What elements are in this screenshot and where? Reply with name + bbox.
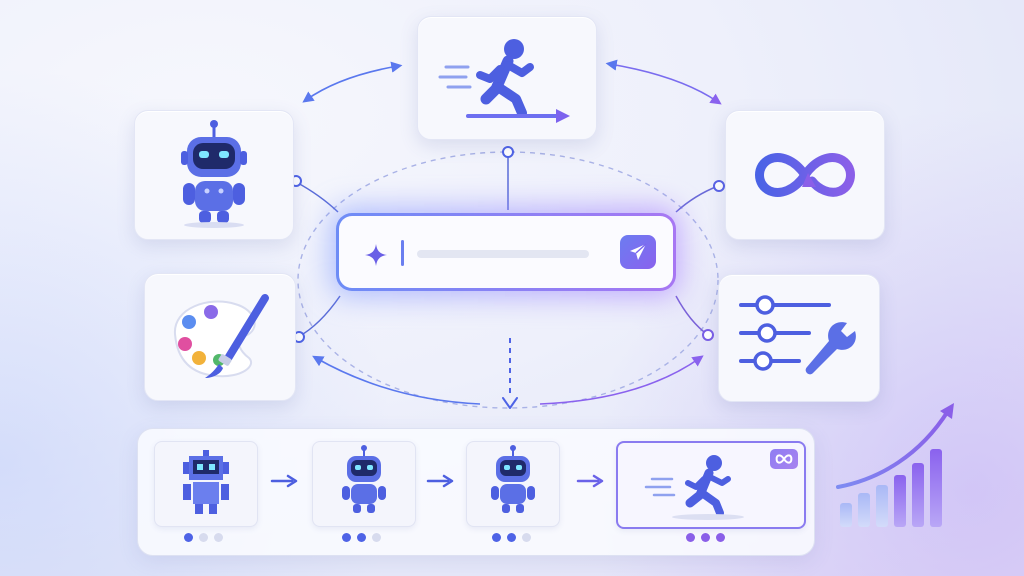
progress-dot — [686, 533, 695, 542]
settings-sliders-icon — [739, 295, 856, 375]
growth-bar — [876, 485, 888, 527]
down-arrow-icon — [502, 397, 518, 409]
running-figure-icon — [644, 455, 744, 520]
progress-dot — [342, 533, 351, 542]
animation-timeline — [137, 428, 815, 556]
frame-4-progress-dots — [686, 533, 725, 542]
timeline-frame-2[interactable] — [312, 441, 416, 527]
infinite-loop-card[interactable] — [725, 110, 885, 240]
robot-icon — [181, 120, 247, 228]
arc-bottom-right — [539, 355, 704, 405]
orbit-ellipse — [297, 151, 719, 409]
text-cursor — [401, 240, 404, 266]
infinite-loop-icon — [755, 153, 855, 197]
progress-dot — [184, 533, 193, 542]
running-figure-card[interactable] — [417, 16, 597, 140]
growth-bar — [930, 449, 942, 527]
paper-plane-icon — [630, 243, 647, 260]
growth-bar — [858, 493, 870, 527]
trend-line — [836, 409, 950, 489]
growth-bar — [894, 475, 906, 527]
arrow-right-icon — [270, 474, 298, 488]
frame-2-progress-dots — [342, 533, 381, 542]
connector-node-top — [502, 146, 514, 158]
arc-bottom-left — [312, 355, 481, 405]
prompt-input[interactable] — [336, 213, 676, 291]
progress-dot — [199, 533, 208, 542]
progress-dot — [522, 533, 531, 542]
frame-1-progress-dots — [184, 533, 223, 542]
arrow-right-icon — [576, 474, 604, 488]
progress-dot — [701, 533, 710, 542]
send-button[interactable] — [620, 235, 656, 269]
trend-arrow-icon — [940, 403, 954, 419]
timeline-frame-4[interactable] — [616, 441, 806, 529]
progress-dot — [507, 533, 516, 542]
loop-badge[interactable] — [770, 449, 798, 469]
connector-node-right-top — [713, 180, 725, 192]
progress-dot — [214, 533, 223, 542]
infinite-loop-icon — [775, 454, 793, 464]
frame-3-progress-dots — [492, 533, 531, 542]
sparkle-icon — [365, 244, 387, 266]
progress-dot — [716, 533, 725, 542]
arrow-right-icon — [426, 474, 454, 488]
arc-top-left — [302, 61, 403, 103]
settings-wrench-card[interactable] — [718, 274, 880, 402]
timeline-frame-3[interactable] — [466, 441, 560, 527]
paint-palette-icon — [173, 294, 269, 378]
wrench-icon — [805, 322, 856, 375]
pixel-robot-icon — [183, 450, 229, 514]
paint-palette-card[interactable] — [144, 273, 296, 401]
arc-top-right — [605, 59, 722, 105]
growth-bar — [840, 503, 852, 527]
growth-chart-icon — [836, 403, 954, 527]
robot-icon — [342, 445, 386, 513]
progress-dot — [492, 533, 501, 542]
progress-dot — [372, 533, 381, 542]
timeline-frame-1[interactable] — [154, 441, 258, 527]
connector-node-right-bottom — [702, 329, 714, 341]
growth-bar — [912, 463, 924, 527]
robot-character-card[interactable] — [134, 110, 294, 240]
prompt-text-placeholder[interactable] — [417, 250, 589, 258]
running-figure-icon — [438, 39, 570, 123]
progress-dot — [357, 533, 366, 542]
robot-icon — [491, 445, 535, 513]
